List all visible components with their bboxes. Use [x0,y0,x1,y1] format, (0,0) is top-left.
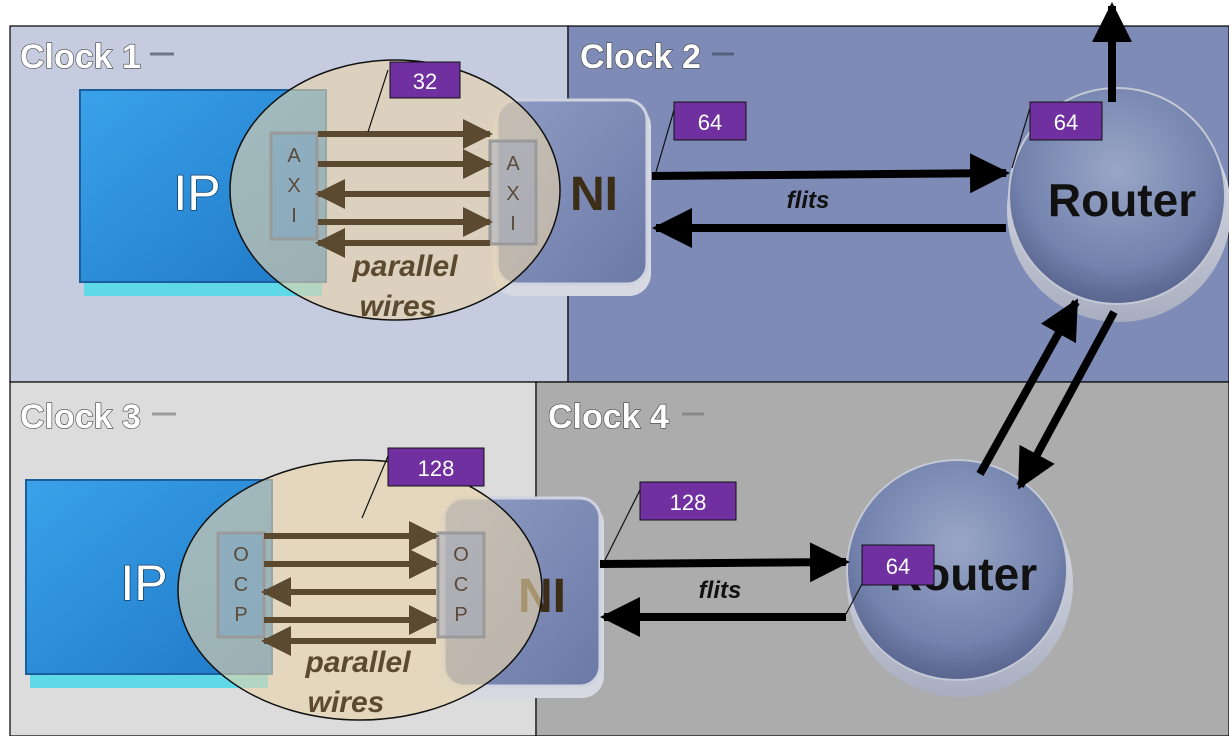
width-tag-64-ni [673,101,747,141]
clock-2-label: Clock 2 [580,38,701,76]
ni-label-top: NI [570,168,618,221]
axi-port-ip [269,131,319,241]
parallel-wires-label-top: parallel [351,250,458,283]
axi-ni-letter-i: I [510,213,516,235]
width-tag-leader [361,455,389,519]
ocp-ip-letter-p: P [234,604,247,626]
flits-label-bottom: flits [699,577,742,604]
ocp-ni-letter-p: P [454,604,467,626]
width-tag-64-router-bottom [861,544,935,586]
width-tag-leader [845,583,863,615]
width-tag-64-ni-text: 64 [698,110,722,135]
width-tag-leader [367,69,389,133]
width-tag-leader [1011,107,1031,169]
flits-label-top: flits [787,187,830,214]
width-tag-128-wires [387,447,485,487]
width-tag-128-ni [639,481,737,521]
ocp-ni-letter-c: C [454,574,468,596]
router-top: Router [1007,87,1229,322]
router-link-up [976,298,1080,476]
flits-arrow-to-router [651,153,1010,194]
flits-arrow-to-router [599,542,850,583]
width-tag-32 [389,61,461,99]
clock-3-label: Clock 3 [20,398,141,436]
axi-ni-letter-a: A [506,153,520,175]
width-tag-128-ni-text: 128 [670,490,707,515]
clock-1-label: Clock 1 [20,38,141,76]
ip-label-top: IP [173,165,220,221]
router-bottom: Router [846,459,1073,697]
ocp-ni-letter-o: O [453,544,469,566]
parallel-wires-label-bottom-2: wires [308,686,385,719]
width-tag-leader [603,489,641,563]
width-tag-64-router-bottom-text: 64 [886,554,910,579]
axi-port-ni [488,139,538,246]
ip-label-bottom: IP [120,555,167,611]
clock-4-label: Clock 4 [548,398,669,436]
router-link-down [1016,310,1118,490]
ocp-port-ni [436,531,486,639]
router-label-top: Router [1048,174,1196,226]
width-tag-128-wires-text: 128 [418,456,455,481]
parallel-wires-label-top-2: wires [360,290,437,323]
width-tag-32-text: 32 [413,69,437,94]
ocp-ip-letter-o: O [233,544,249,566]
axi-ip-letter-a: A [287,145,301,167]
width-tag-64-router [1029,101,1103,141]
width-tag-leader [655,109,675,173]
parallel-wires-label-bottom: parallel [304,646,411,679]
axi-ip-letter-i: I [291,205,297,227]
width-tag-64-router-text: 64 [1054,110,1078,135]
axi-ni-letter-x: X [506,183,519,205]
axi-ip-letter-x: X [287,175,300,197]
ocp-ip-letter-c: C [234,574,248,596]
